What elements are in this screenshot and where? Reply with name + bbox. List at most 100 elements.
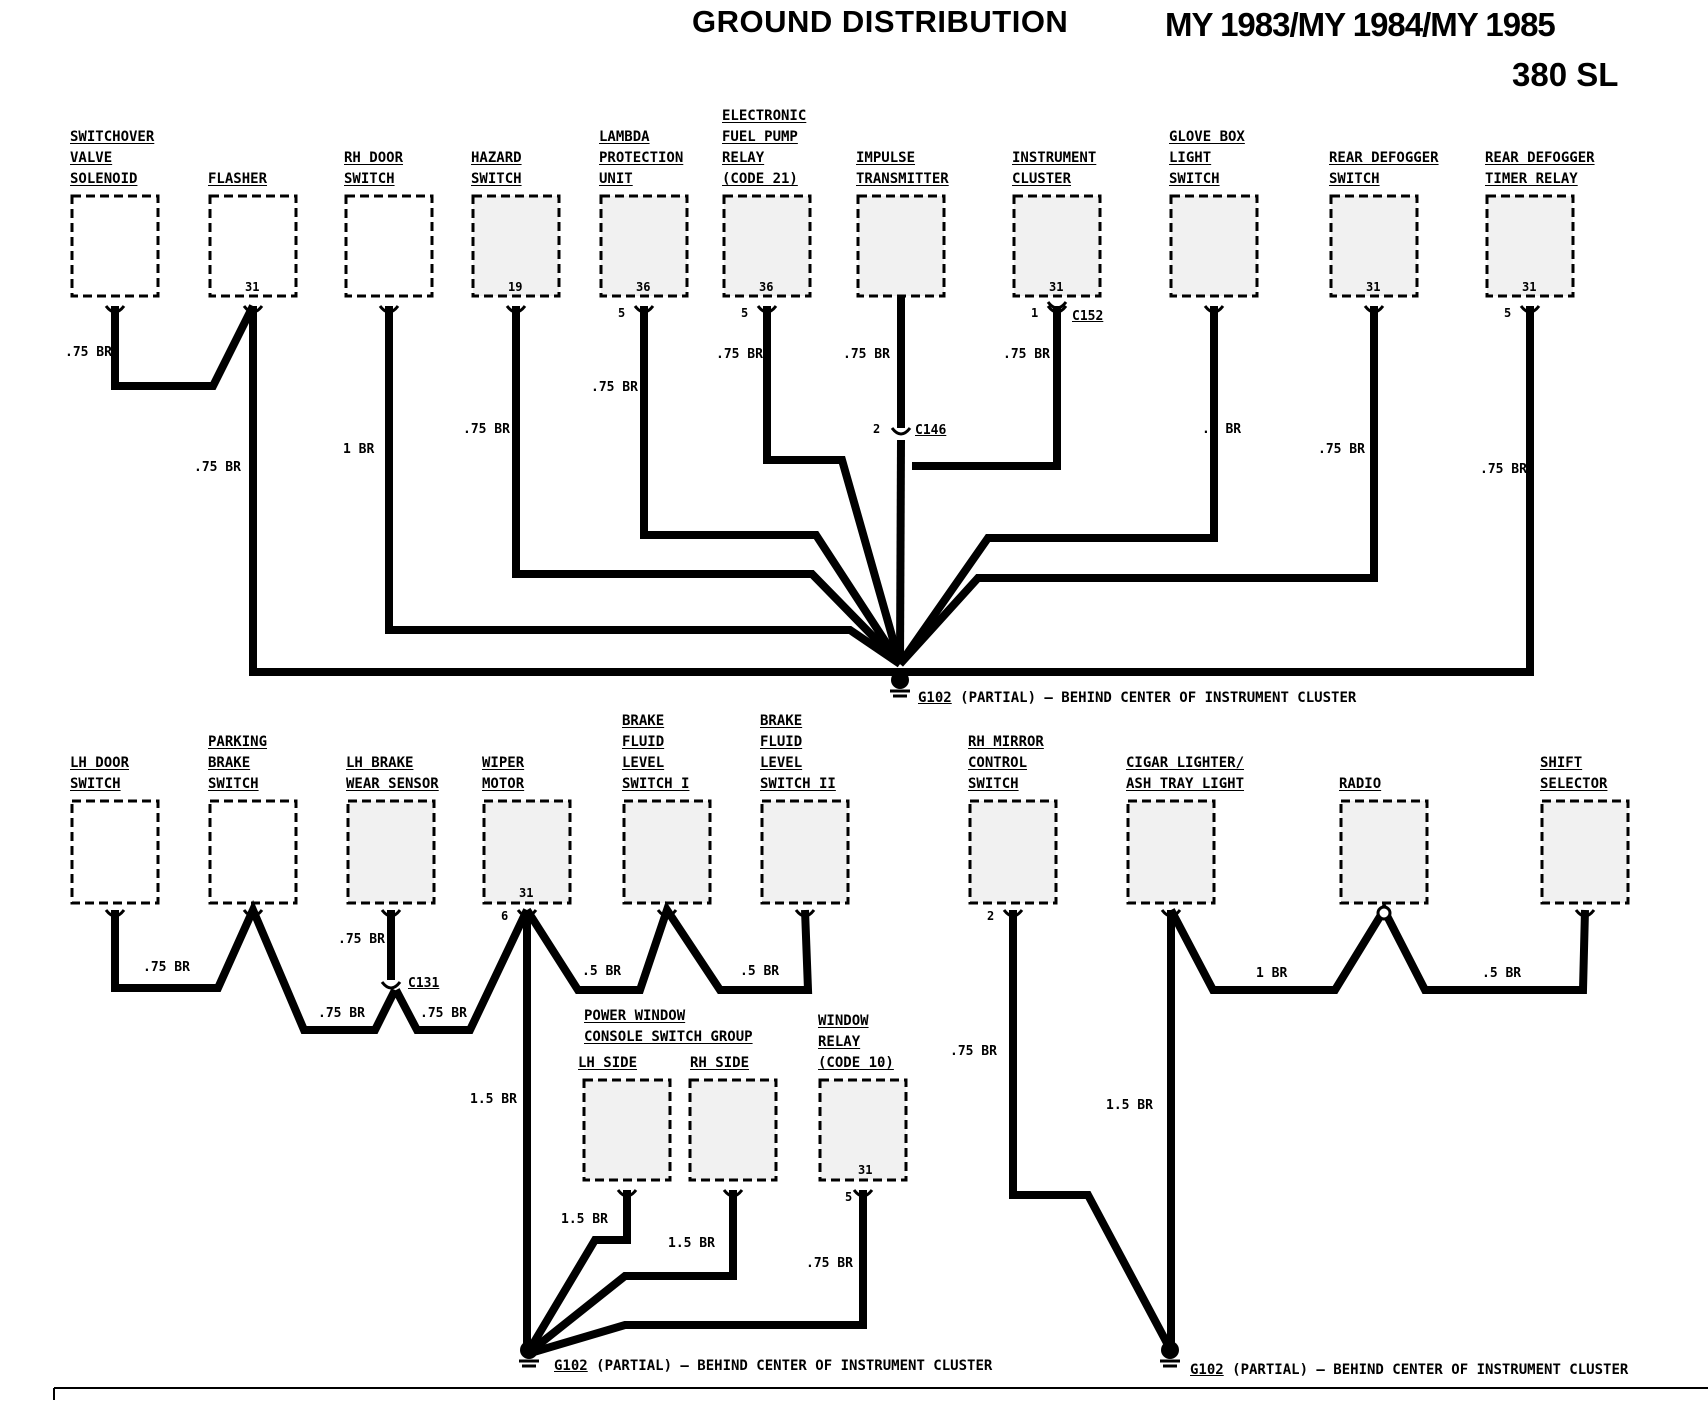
bottom-wire-label-wiper_main: 1.5 BR xyxy=(470,1092,517,1107)
top-label-9-line: REAR DEFOGGER xyxy=(1329,150,1439,166)
connector-c131: C131 xyxy=(408,976,440,991)
bottom-wire-label-pw_rh: 1.5 BR xyxy=(668,1236,715,1251)
ground-label-bottom-right: G102 (PARTIAL) – BEHIND CENTER OF INSTRU… xyxy=(1190,1362,1628,1378)
top-label-8-line: SWITCH xyxy=(1169,171,1220,187)
window-relay-label-line: WINDOW xyxy=(818,1013,869,1029)
ground-description: (PARTIAL) – BEHIND CENTER OF INSTRUMENT … xyxy=(587,1358,993,1374)
pw-lh-label-line: LH SIDE xyxy=(578,1055,638,1071)
bottom-label-9-line: SHIFT xyxy=(1540,755,1583,771)
top-wire-label-9: .75 BR xyxy=(1318,442,1365,457)
top-fork-1 xyxy=(242,305,264,314)
top-label-2-line: RH DOOR xyxy=(344,150,404,166)
pw-group-label-line: CONSOLE SWITCH GROUP xyxy=(584,1029,753,1045)
top-component-1-box xyxy=(208,194,298,298)
bottom-fork-1 xyxy=(242,909,264,918)
bottom-label-6-line: SWITCH xyxy=(968,776,1019,792)
top-wire-label-8: .5 BR xyxy=(1202,422,1242,437)
top-label-9-line: SWITCH xyxy=(1329,171,1380,187)
bottom-component-5-box xyxy=(760,799,850,905)
wire-cigar-radio-shift xyxy=(1167,901,1589,994)
top-label-8-line: LIGHT xyxy=(1169,150,1212,166)
top-label-2: RH DOOR SWITCH xyxy=(344,148,403,190)
bottom-label-5-line: LEVEL xyxy=(760,755,803,771)
top-component-7-box xyxy=(1012,194,1102,298)
window-relay-label-line: RELAY xyxy=(818,1034,861,1050)
ground-label-top: G102 (PARTIAL) – BEHIND CENTER OF INSTRU… xyxy=(918,690,1356,706)
bottom-label-0-line: LH DOOR xyxy=(70,755,130,771)
bottom-component-0-box xyxy=(70,799,160,905)
bottom-label-6-line: CONTROL xyxy=(968,755,1028,771)
bottom-wire-label-mirror: .75 BR xyxy=(950,1044,997,1059)
top-label-3-line: SWITCH xyxy=(471,171,522,187)
model-years: MY 1983/MY 1984/MY 1985 xyxy=(1165,6,1556,43)
top-label-7-line: CLUSTER xyxy=(1012,171,1072,187)
top-fork-5 xyxy=(756,305,778,314)
top-fork-9 xyxy=(1363,305,1385,314)
top-pin-9: 31 xyxy=(1366,280,1381,294)
bottom-label-4-line: SWITCH I xyxy=(622,776,690,792)
bottom-wire-label-c131_left: .75 BR xyxy=(318,1006,365,1021)
bottom-wire-label-fluid_2: .5 BR xyxy=(740,964,780,979)
bottom-component-8-box xyxy=(1339,799,1429,905)
bottom-label-3-line: MOTOR xyxy=(482,776,525,792)
bottom-label-1-line: BRAKE xyxy=(208,755,251,771)
bottom-label-7: CIGAR LIGHTER/ASH TRAY LIGHT xyxy=(1126,753,1244,795)
top-label-10-line: REAR DEFOGGER xyxy=(1485,150,1595,166)
top-label-7-line: INSTRUMENT xyxy=(1012,150,1097,166)
page-title: GROUND DISTRIBUTION xyxy=(692,4,1069,39)
bottom-component-6-box xyxy=(968,799,1058,905)
top-label-4-line: LAMBDA xyxy=(599,129,650,145)
top-label-4-line: UNIT xyxy=(599,171,633,187)
bottom-label-5-line: FLUID xyxy=(760,734,803,750)
top-pin-10: 31 xyxy=(1522,280,1537,294)
top-label-8-line: GLOVE BOX xyxy=(1169,129,1245,145)
wire-pw-lh xyxy=(523,1190,631,1357)
ground-description: (PARTIAL) – BEHIND CENTER OF INSTRUMENT … xyxy=(951,690,1357,706)
top-component-10-box xyxy=(1485,194,1575,298)
pw-lh-label: LH SIDE xyxy=(578,1053,637,1074)
top-fork-2 xyxy=(378,305,400,314)
top-pin-1: 31 xyxy=(245,280,260,294)
radio-ground-terminal xyxy=(1376,905,1392,921)
c152-fork xyxy=(1046,301,1068,310)
top-fork-0 xyxy=(104,305,126,314)
top-wire-pin-4: 5 xyxy=(618,306,626,320)
bottom-wire-pin-3: 6 xyxy=(501,909,509,923)
top-label-9: REAR DEFOGGER SWITCH xyxy=(1329,148,1439,190)
window-relay-pin: 31 xyxy=(858,1163,873,1177)
top-wire-pin-5: 5 xyxy=(741,306,749,320)
connector-c146-pin: 2 xyxy=(873,422,881,436)
connector-c152: C152 xyxy=(1072,309,1104,324)
top-label-2-line: SWITCH xyxy=(344,171,395,187)
top-label-6-line: IMPULSE xyxy=(856,150,916,166)
bottom-fork-0 xyxy=(104,909,126,918)
pw-lh-fork xyxy=(616,1189,638,1198)
top-component-0-box xyxy=(70,194,160,298)
wire-window-relay xyxy=(525,1190,867,1358)
pw-lh-side-box xyxy=(582,1078,672,1182)
wire-fluid-chain xyxy=(523,900,813,994)
bottom-component-3-box xyxy=(482,799,572,905)
wire-instrument xyxy=(912,306,1061,470)
top-wire-label-0: .75 BR xyxy=(65,345,112,360)
top-label-1: FLASHER xyxy=(208,169,267,190)
top-fork-10 xyxy=(1519,305,1541,314)
top-wire-label-5: .75 BR xyxy=(716,347,763,362)
wire-pw-rh xyxy=(524,1190,737,1358)
top-wire-label-6: .75 BR xyxy=(843,347,890,362)
wire-mirror xyxy=(1009,910,1172,1347)
bottom-label-4-line: BRAKE xyxy=(622,713,665,729)
wire-flasher-ground xyxy=(249,306,900,676)
ground-symbol-bottom-right xyxy=(1160,1341,1180,1368)
ground-label-bottom-left: G102 (PARTIAL) – BEHIND CENTER OF INSTRU… xyxy=(554,1358,992,1374)
pw-rh-fork xyxy=(722,1189,744,1198)
